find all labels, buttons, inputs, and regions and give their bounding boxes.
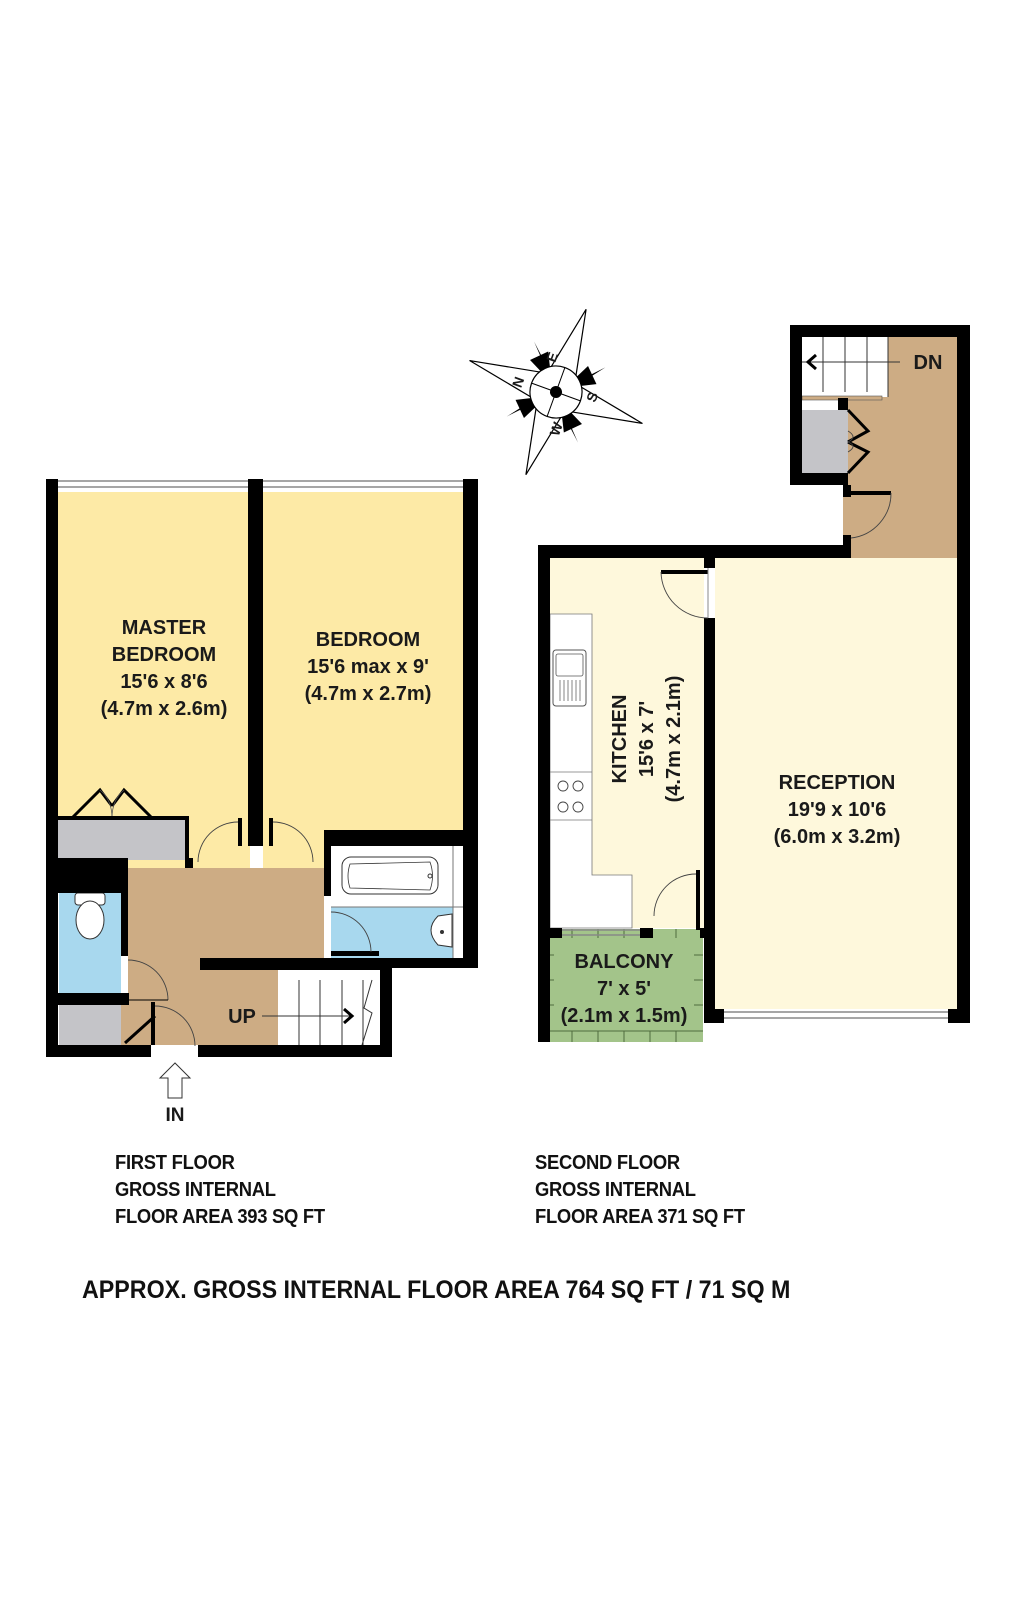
door-swings <box>127 821 372 1047</box>
svg-text:BEDROOM: BEDROOM <box>316 629 420 651</box>
second-floor-plan: DN <box>538 325 970 1042</box>
svg-text:BEDROOM: BEDROOM <box>112 644 216 666</box>
compass-rose-icon: N E S W <box>469 308 643 476</box>
landing-cupboard <box>802 410 848 473</box>
svg-text:(2.1m x 1.5m): (2.1m x 1.5m) <box>561 1005 688 1027</box>
sink-icon <box>552 649 587 707</box>
first-floor-plan: UP <box>46 479 478 1126</box>
toilet-icon <box>74 892 106 940</box>
svg-text:(4.7m x 2.6m): (4.7m x 2.6m) <box>101 698 228 720</box>
reception-area <box>715 558 958 1009</box>
entrance-label: IN <box>166 1105 185 1126</box>
bedroom-label: BEDROOM 15'6 max x 9' (4.7m x 2.7m) <box>305 629 432 705</box>
svg-text:7' x 5': 7' x 5' <box>597 978 651 1000</box>
bedroom-windows <box>58 480 463 488</box>
second-floor-door-swings <box>653 430 892 917</box>
svg-text:BALCONY: BALCONY <box>575 951 675 973</box>
svg-text:KITCHEN: KITCHEN <box>609 695 631 784</box>
svg-text:MASTER: MASTER <box>122 617 207 639</box>
entrance-arrow-icon <box>158 1062 192 1099</box>
svg-text:15'6 x 8'6: 15'6 x 8'6 <box>120 671 207 693</box>
bathtub-icon <box>341 856 439 895</box>
svg-text:RECEPTION: RECEPTION <box>779 772 896 794</box>
washbasin-icon <box>430 913 453 948</box>
master-bedroom-label: MASTER BEDROOM 15'6 x 8'6 (4.7m x 2.6m) <box>101 617 228 720</box>
compass-west-label: W <box>546 419 566 438</box>
svg-text:19'9 x 10'6: 19'9 x 10'6 <box>788 799 887 821</box>
hob-icon <box>557 780 584 813</box>
wardrobe-storage <box>58 818 185 860</box>
stairs-up-label: UP <box>228 1006 256 1028</box>
svg-text:15'6 max x 9': 15'6 max x 9' <box>307 656 429 678</box>
balcony-label: BALCONY 7' x 5' (2.1m x 1.5m) <box>561 951 688 1027</box>
stairs-down-label: DN <box>914 352 943 374</box>
reception-label: RECEPTION 19'9 x 10'6 (6.0m x 3.2m) <box>774 772 901 848</box>
kitchen-label: KITCHEN 15'6 x 7' (4.7m x 2.1m) <box>609 676 685 803</box>
total-floor-area: APPROX. GROSS INTERNAL FLOOR AREA 764 SQ… <box>82 1276 791 1304</box>
master-bedroom-area <box>58 492 248 872</box>
svg-text:(4.7m x 2.1m): (4.7m x 2.1m) <box>663 676 685 803</box>
balcony-area <box>545 929 703 1042</box>
svg-text:(4.7m x 2.7m): (4.7m x 2.7m) <box>305 683 432 705</box>
bedroom-area <box>263 492 463 838</box>
second-floor-caption: SECOND FLOOR GROSS INTERNAL FLOOR AREA 3… <box>535 1152 745 1228</box>
second-floor-walls <box>538 325 970 1042</box>
first-floor-caption: FIRST FLOOR GROSS INTERNAL FLOOR AREA 39… <box>115 1152 325 1228</box>
svg-text:15'6 x 7': 15'6 x 7' <box>636 701 658 777</box>
second-floor-windows <box>562 929 948 1019</box>
first-floor-walls <box>46 479 478 1057</box>
cupboard-storage <box>59 1005 121 1045</box>
svg-text:(6.0m x 3.2m): (6.0m x 3.2m) <box>774 826 901 848</box>
